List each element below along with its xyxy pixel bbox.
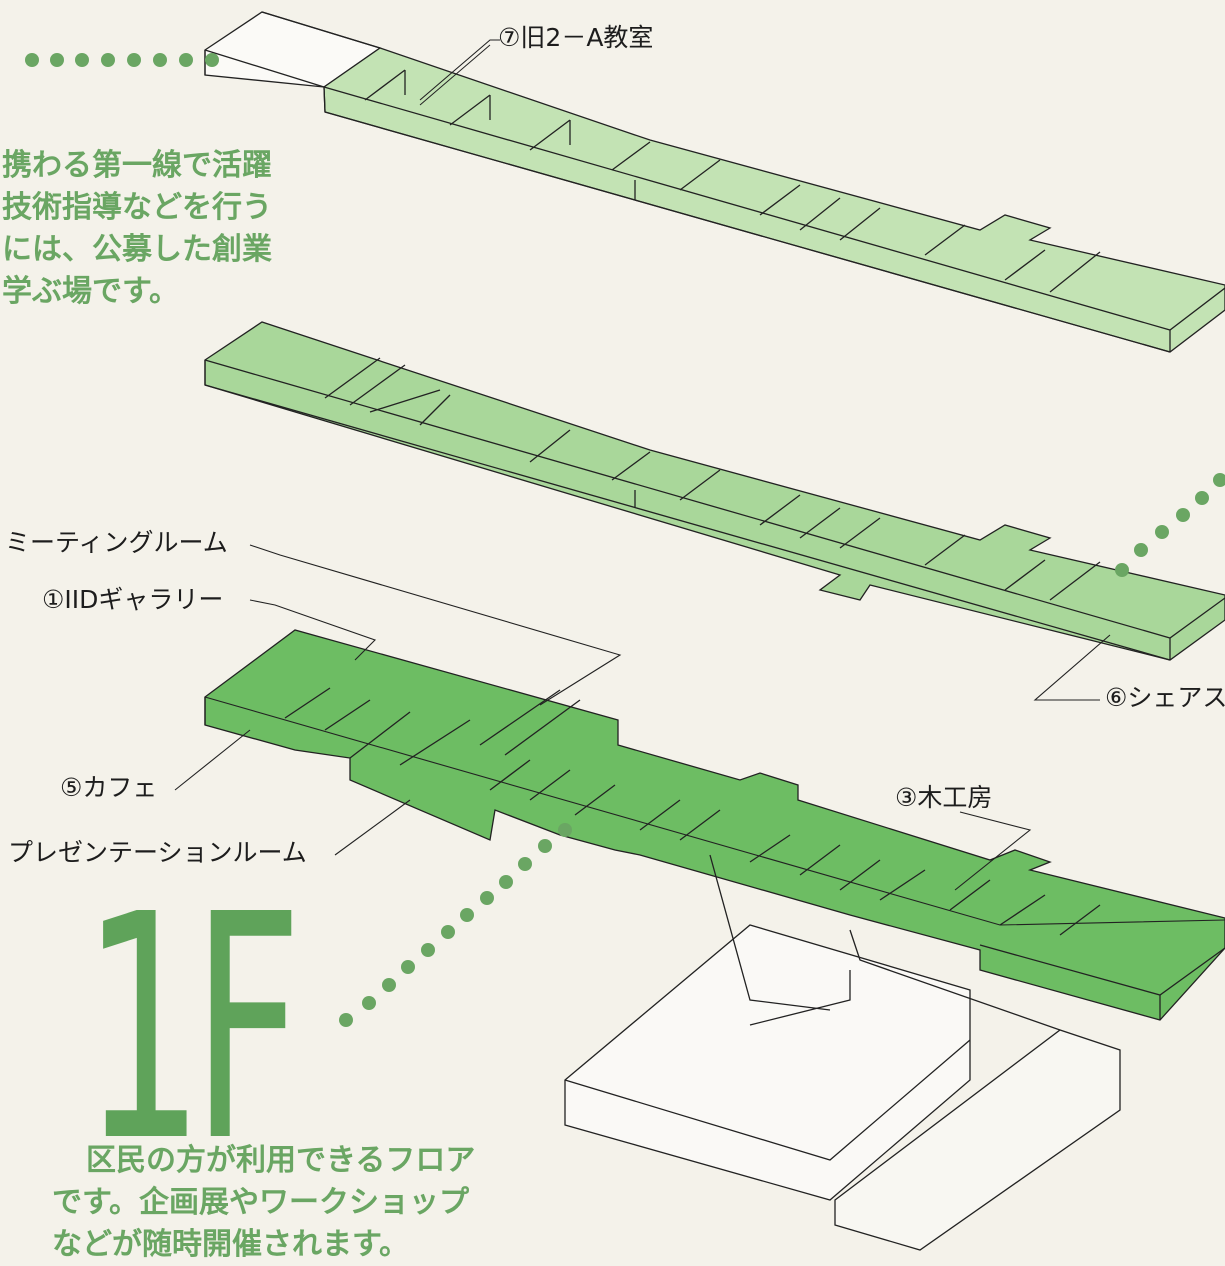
description-line: などが随時開催されます。 xyxy=(52,1227,409,1262)
floor-3f-block xyxy=(204,11,1225,353)
leader-share xyxy=(1033,634,1111,701)
label-gallery: ①IIDギャラリー xyxy=(42,585,224,614)
label-meeting-room: ミーティングルーム xyxy=(5,528,228,557)
floor-2f-body xyxy=(204,321,1225,661)
floor-1f-body xyxy=(204,629,1225,1021)
floor-label: 1F xyxy=(82,849,302,1210)
description-line: です。企画展やワークショップ xyxy=(52,1185,469,1220)
label-presentation-room: プレゼンテーションルーム xyxy=(8,838,307,867)
intro-text-top: 携わる第一線で活躍 技術指導などを行う には、公募した創業 学ぶ場です。 xyxy=(2,145,272,313)
floor-2f-block xyxy=(204,321,1225,661)
floor-1f-block xyxy=(204,629,1225,1021)
leader-meeting xyxy=(249,544,622,706)
leader-cafe xyxy=(174,729,251,791)
floor-description: 区民の方が利用できるフロア です。企画展やワークショップ などが随時開催されます… xyxy=(52,1140,475,1266)
dotted-guides xyxy=(25,53,1225,1027)
label-cafe: ⑤カフェ xyxy=(60,773,158,802)
leader-gallery xyxy=(249,599,377,661)
leader-presentation xyxy=(334,799,411,856)
leader-lines xyxy=(174,39,1111,891)
intro-line: 携わる第一線で活躍 xyxy=(2,148,272,183)
label-woodshop: ③木工房 xyxy=(895,783,993,812)
label-classroom: ⑦旧2－A教室 xyxy=(498,23,654,52)
leader-woodshop xyxy=(954,811,1032,891)
intro-line: 学ぶ場です。 xyxy=(2,274,179,309)
basement-block-main xyxy=(564,924,971,1201)
intro-line: には、公募した創業 xyxy=(2,232,272,267)
description-line: 区民の方が利用できるフロア xyxy=(86,1143,476,1178)
basement-wireframe xyxy=(564,854,1121,1251)
leader-classroom xyxy=(419,39,500,101)
label-share-space: ⑥シェアス xyxy=(1105,683,1225,712)
intro-line: 技術指導などを行う xyxy=(2,190,272,225)
floor-3f-bottom-edge xyxy=(324,111,1171,353)
